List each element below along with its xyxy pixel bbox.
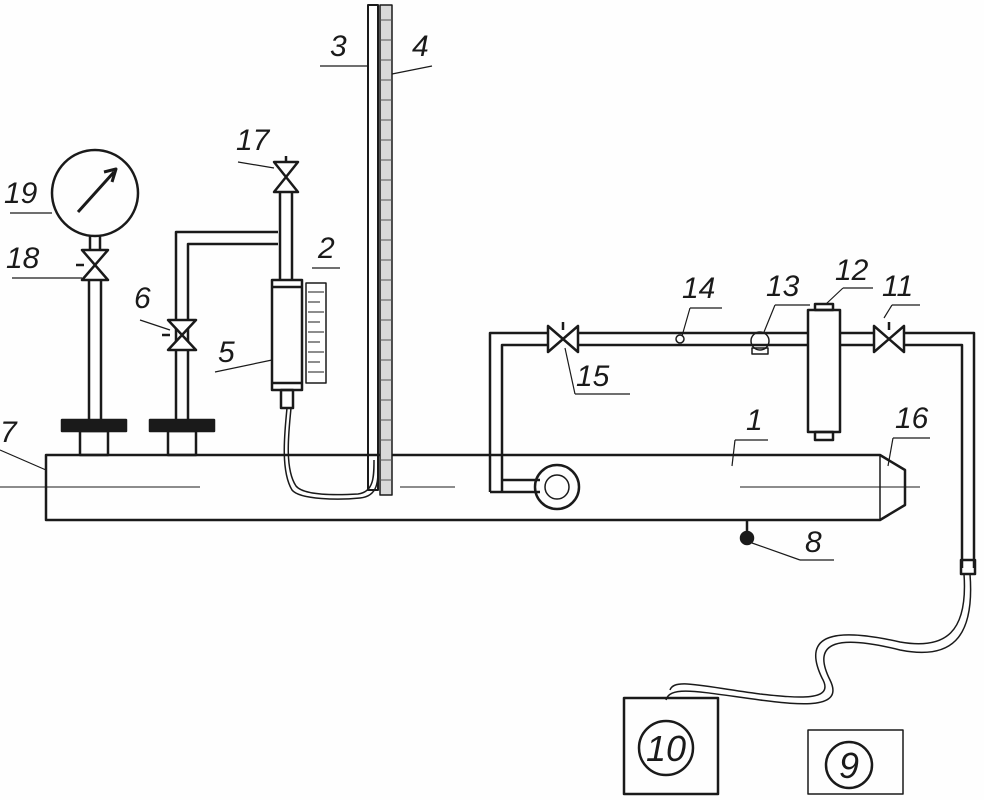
label-3: 3: [330, 30, 347, 63]
label-15: 15: [576, 360, 610, 393]
leader-13-diag: [763, 304, 776, 333]
separator-12-top-cap: [813, 302, 835, 312]
label-16: 16: [895, 402, 929, 435]
gauge-flange: [60, 418, 128, 433]
separator-12-bottom-cap: [813, 430, 835, 442]
upper-line-riser-inner: [500, 343, 548, 492]
branch-flange-neck: [166, 429, 198, 457]
branch-flange: [148, 418, 216, 433]
filter-tube-outer: [283, 407, 379, 500]
right-pipe-inner: [904, 343, 964, 568]
label-14: 14: [682, 272, 715, 305]
unit-9-box: [807, 729, 904, 795]
unit-10-box: [622, 696, 720, 796]
hose-inner: [669, 573, 966, 698]
label-1: 1: [746, 404, 763, 437]
leader-lines: [0, 65, 930, 561]
top-valve: [272, 160, 300, 194]
leader-11-diag: [883, 304, 893, 319]
scale-plate: [305, 282, 327, 384]
filter-tube-inner: [287, 407, 375, 496]
leader-12-diag: [825, 287, 844, 305]
element-13: [750, 331, 770, 351]
leader-6: [139, 319, 171, 331]
unit-10-circle: [637, 719, 695, 777]
branch-valve: [166, 318, 198, 352]
label-13: 13: [766, 270, 800, 303]
branch-pipe-outer: [174, 230, 278, 420]
label-19: 19: [4, 177, 38, 210]
inlet-impeller: [533, 463, 581, 511]
right-pipe-coupling: [959, 558, 977, 576]
leader-14-diag: [681, 307, 691, 337]
valve-15: [546, 324, 580, 354]
gauge-flange-neck: [78, 429, 110, 457]
right-pipe-outer: [904, 331, 976, 568]
label-5: 5: [218, 336, 235, 369]
leader-4: [391, 65, 433, 75]
leader-16-diag: [887, 437, 894, 467]
element-13-base: [751, 347, 769, 355]
branch-pipe-inner: [186, 242, 278, 420]
separator-12: [806, 308, 842, 434]
measuring-scale-ticks: [380, 19, 392, 481]
leader-7: [0, 449, 47, 471]
label-7: 7: [0, 416, 18, 449]
hose-outer: [665, 573, 972, 705]
pressure-gauge: [50, 148, 140, 238]
drain-plug: [739, 530, 755, 546]
label-9: 9: [839, 745, 859, 786]
leader-1-diag: [731, 439, 736, 467]
label-6: 6: [134, 282, 151, 315]
unit-9-circle: [824, 740, 874, 790]
leader-8-diag: [751, 542, 801, 561]
scale-ticks: [308, 291, 324, 373]
label-12: 12: [835, 254, 869, 287]
leader-5: [214, 359, 273, 373]
gauge-needle: [76, 170, 116, 214]
measuring-scale: [379, 4, 393, 496]
label-2: 2: [317, 232, 335, 265]
gauge-needle-tip: [103, 167, 118, 183]
label-18: 18: [6, 242, 40, 275]
valve-11: [872, 324, 906, 354]
label-17: 17: [236, 124, 271, 157]
element-14: [675, 334, 685, 344]
label-10: 10: [646, 728, 686, 769]
label-11: 11: [882, 270, 913, 303]
gauge-valve: [80, 248, 110, 282]
leader-17: [237, 161, 275, 169]
filter-body: [270, 278, 304, 392]
label-8: 8: [805, 526, 822, 559]
leader-15-diag: [564, 347, 576, 395]
inlet-impeller-hub: [544, 474, 570, 500]
label-4: 4: [412, 30, 429, 63]
upper-line-riser-outer: [488, 331, 548, 492]
measuring-tube: [367, 4, 379, 491]
filter-outlet: [279, 388, 295, 410]
